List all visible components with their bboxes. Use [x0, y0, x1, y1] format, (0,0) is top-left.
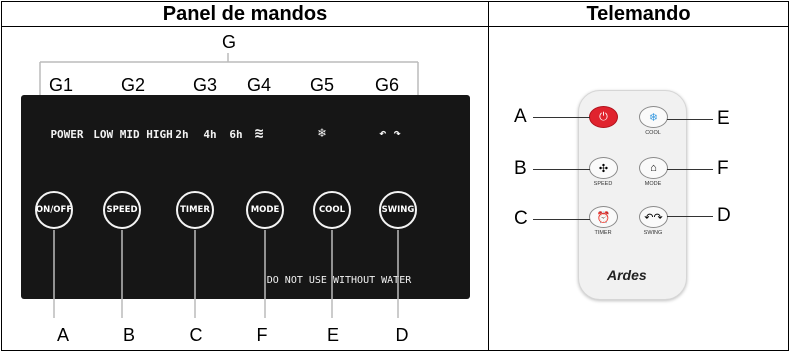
remote-label-d: D — [717, 205, 731, 226]
remote-control: ⏻ ❄ COOL ✣ SPEED ⌂ MODE ⏰ TIMER ↶↷ SWING… — [578, 90, 687, 300]
group-label-g: G — [221, 32, 237, 52]
caption-cool: COOL — [645, 130, 661, 136]
remote-power-button[interactable]: ⏻ — [589, 106, 618, 128]
group-label-g6: G6 — [374, 75, 400, 95]
group-label-g2: G2 — [120, 75, 146, 95]
indicator-2h: 2h — [175, 128, 189, 141]
swing-arrows-icon: ↶ ↷ — [379, 126, 401, 140]
bottom-label-b: B — [122, 325, 136, 345]
speed-button[interactable]: SPEED — [103, 191, 141, 229]
snowflake-icon: ❄ — [648, 111, 659, 124]
timer-icon: ⏰ — [596, 211, 611, 224]
pointer-line-d — [667, 216, 713, 217]
cooling-waves-icon: ≋ — [254, 124, 264, 142]
remote-label-f: F — [717, 158, 729, 179]
remote-label-a: A — [514, 106, 527, 127]
column-divider — [488, 2, 489, 350]
fan-icon: ✣ — [598, 162, 609, 175]
remote-cool-button[interactable]: ❄ — [639, 106, 668, 128]
remote-swing-button[interactable]: ↶↷ — [639, 206, 668, 228]
brand-logo: Ardes — [607, 267, 647, 283]
remote-label-b: B — [514, 158, 527, 179]
mode-button[interactable]: MODE — [246, 191, 284, 229]
header-left: Panel de mandos — [2, 2, 488, 27]
caption-swing: SWING — [643, 230, 663, 236]
caption-mode: MODE — [644, 181, 662, 187]
remote-timer-button[interactable]: ⏰ — [589, 206, 618, 228]
bottom-label-e: E — [326, 325, 340, 345]
timer-button[interactable]: TIMER — [176, 191, 214, 229]
pointer-lines — [53, 230, 399, 318]
mode-icon: ⌂ — [650, 162, 657, 174]
pointer-line-c — [533, 219, 590, 220]
group-label-g1: G1 — [48, 75, 74, 95]
caption-speed: SPEED — [593, 181, 613, 187]
pointer-line-b — [533, 169, 590, 170]
header-right: Telemando — [489, 2, 788, 27]
remote-mode-button[interactable]: ⌂ — [639, 157, 668, 179]
bottom-label-c: C — [189, 325, 203, 345]
group-label-g3: G3 — [192, 75, 218, 95]
swing-icon: ↶↷ — [644, 211, 663, 224]
remote-label-e: E — [717, 108, 730, 129]
pointer-line-e — [667, 119, 713, 120]
swing-button[interactable]: SWING — [379, 191, 417, 229]
bottom-label-a: A — [56, 325, 70, 345]
indicator-6h: 6h — [229, 128, 243, 141]
cool-button[interactable]: COOL — [313, 191, 351, 229]
group-label-g4: G4 — [246, 75, 272, 95]
bottom-label-f: F — [256, 325, 268, 345]
group-label-g5: G5 — [309, 75, 335, 95]
power-icon: ⏻ — [599, 110, 608, 123]
onoff-button[interactable]: ON/OFF — [35, 191, 73, 229]
remote-label-c: C — [514, 208, 528, 229]
pointer-line-a — [533, 117, 590, 118]
caption-timer: TIMER — [594, 230, 612, 236]
snowflake-icon: ❄ — [318, 126, 326, 141]
remote-speed-button[interactable]: ✣ — [589, 157, 618, 179]
warning-text: DO NOT USE WITHOUT WATER — [266, 275, 412, 286]
indicator-speed: LOW MID HIGH — [93, 128, 173, 141]
control-panel-photo: POWER LOW MID HIGH 2h 4h 6h ≋ ❄ ↶ ↷ ON/O… — [21, 95, 470, 299]
pointer-line-f — [667, 169, 713, 170]
bottom-label-d: D — [395, 325, 409, 345]
indicator-power: POWER — [50, 128, 84, 141]
indicator-4h: 4h — [203, 128, 217, 141]
